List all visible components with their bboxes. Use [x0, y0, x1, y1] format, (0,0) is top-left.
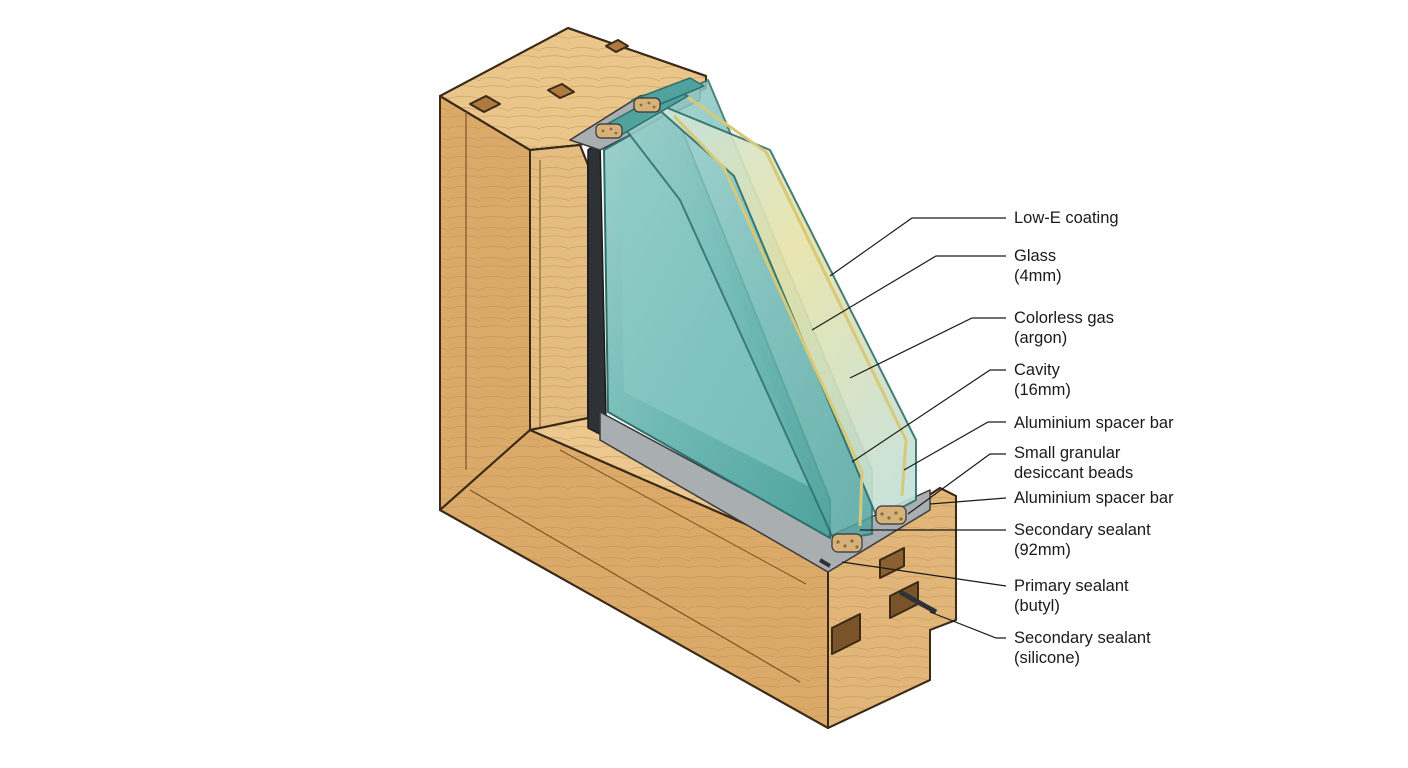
label-line: Small granular: [1014, 444, 1121, 462]
leader-glass: [811, 255, 1006, 331]
label-line: (silicone): [1014, 649, 1081, 667]
label-colorless-gas: Colorless gas (argon): [1014, 308, 1114, 348]
label-line: (argon): [1014, 329, 1068, 347]
label-cavity: Cavity (16mm): [1014, 360, 1071, 400]
leader-primary-sealant: [841, 561, 1007, 587]
label-secondary-sealant-silicone: Secondary sealant (silicone): [1014, 628, 1151, 668]
label-line: Aluminium spacer bar: [1014, 414, 1174, 432]
label-secondary-sealant-92mm: Secondary sealant (92mm): [1014, 520, 1151, 560]
label-line: (4mm): [1014, 267, 1062, 285]
leader-desiccant-beads: [907, 453, 1006, 515]
leader-cavity: [851, 369, 1006, 463]
label-primary-sealant: Primary sealant (butyl): [1014, 576, 1129, 616]
label-aluminium-spacer-bar-upper: Aluminium spacer bar: [1014, 413, 1174, 433]
label-aluminium-spacer-bar-lower: Aluminium spacer bar: [1014, 488, 1174, 508]
label-line: Secondary sealant: [1014, 629, 1151, 647]
label-desiccant-beads: Small granular desiccant beads: [1014, 443, 1133, 483]
label-line: (butyl): [1014, 597, 1060, 615]
label-line: (92mm): [1014, 541, 1071, 559]
label-line: Primary sealant: [1014, 577, 1129, 595]
leader-aluminium-spacer-bar-lower: [929, 497, 1007, 505]
low-e-coating-strip: [685, 94, 908, 497]
leader-low-e-coating: [829, 217, 1006, 277]
desiccant-beads: [595, 97, 907, 553]
label-line: Colorless gas: [1014, 309, 1114, 327]
leader-secondary-sealant-silicone: [929, 611, 1006, 639]
label-line: Glass: [1014, 247, 1057, 265]
label-line: Cavity: [1014, 361, 1060, 379]
label-glass: Glass (4mm): [1014, 246, 1062, 286]
glazing-unit: [569, 77, 938, 615]
front-glass-pane: [647, 99, 917, 521]
label-line: Secondary sealant: [1014, 521, 1151, 539]
label-line: (16mm): [1014, 381, 1071, 399]
middle-glass-pane: [619, 79, 873, 541]
label-line: desiccant beads: [1014, 464, 1134, 482]
label-line: Aluminium spacer bar: [1014, 489, 1174, 507]
leader-colorless-gas: [849, 317, 1006, 379]
label-line: Low-E coating: [1014, 209, 1119, 227]
primary-sealant-strip: [898, 589, 938, 615]
label-low-e-coating: Low-E coating: [1014, 208, 1119, 228]
leader-aluminium-spacer-bar-upper: [903, 421, 1006, 471]
leader-lines: [811, 217, 1007, 639]
